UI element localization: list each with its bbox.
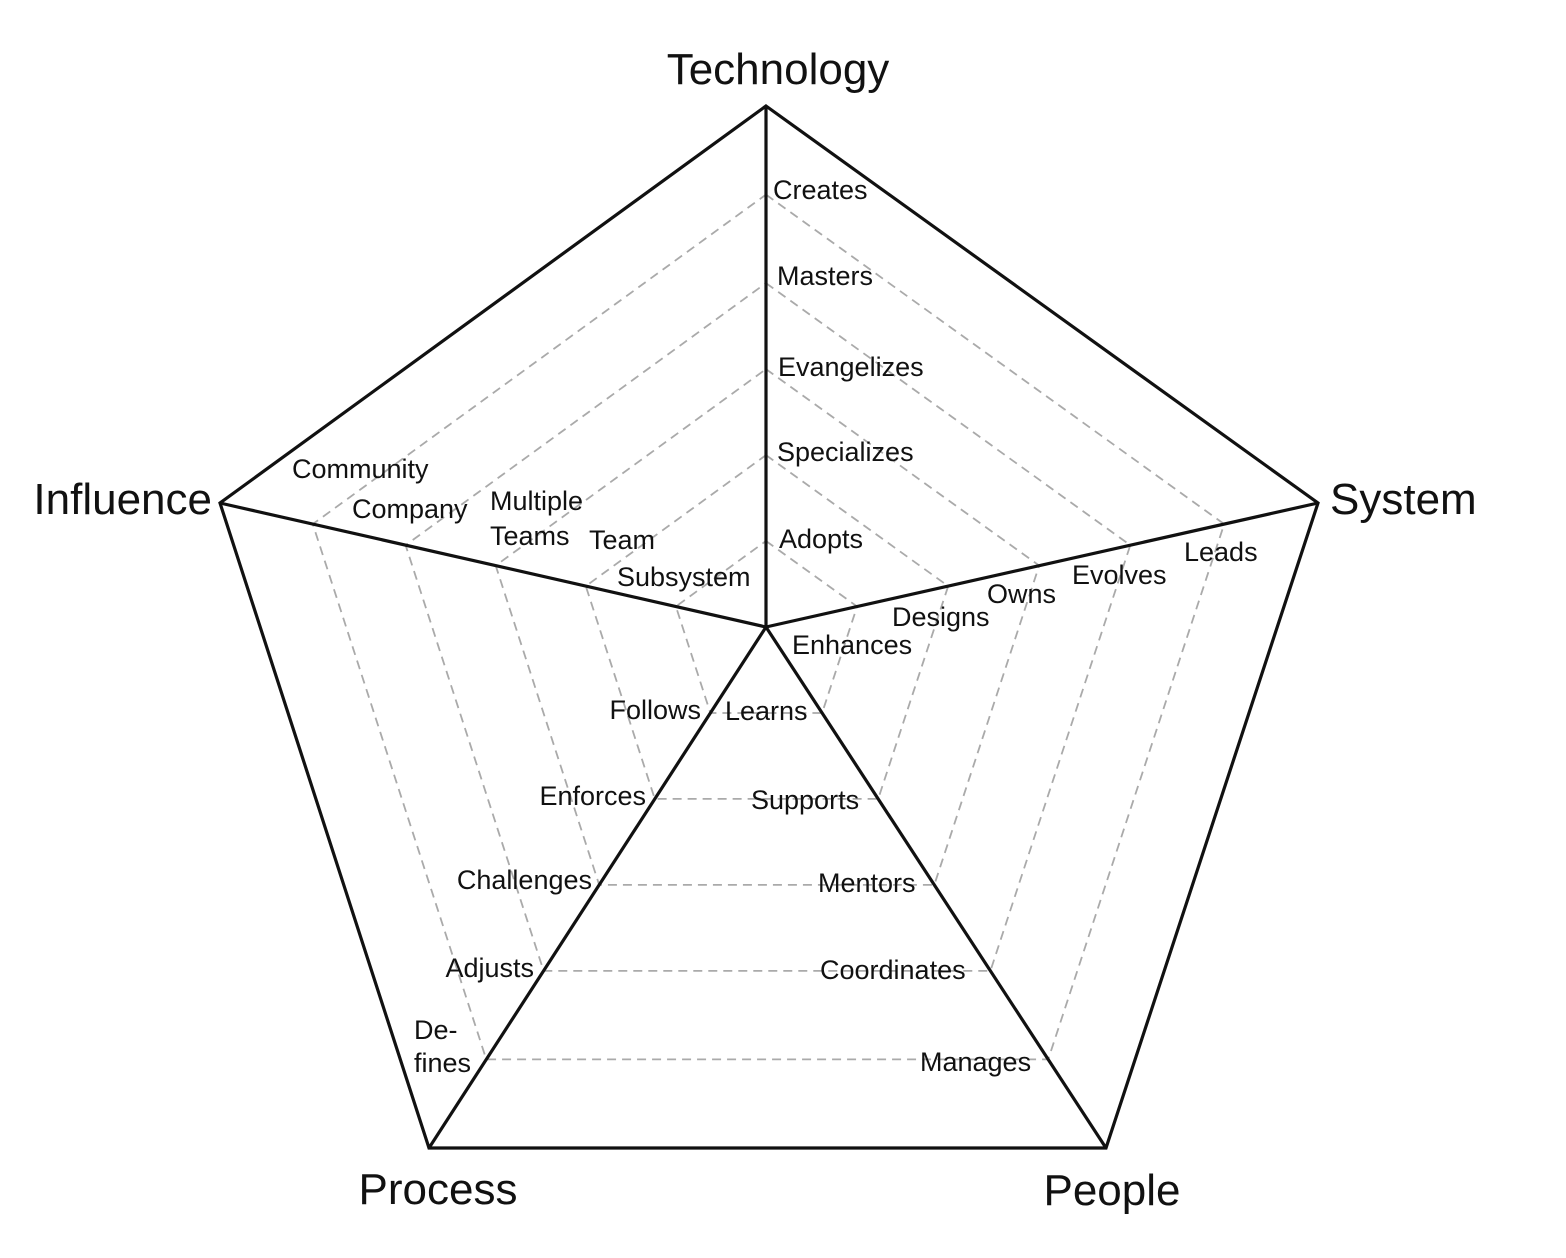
axis-title-process: Process [359, 1165, 518, 1214]
technology-level-1: Adopts [779, 524, 863, 554]
people-level-5: Manages [920, 1047, 1031, 1077]
level-ring-1 [674, 539, 859, 714]
axis-title-system: System [1330, 475, 1477, 524]
level-ring-3 [494, 367, 1041, 886]
influence-level-2: Team [589, 525, 655, 555]
people-level-2: Supports [751, 785, 859, 815]
axis-spoke-process [427, 626, 768, 1149]
pentagon-outline [218, 104, 1320, 1150]
influence-level-3-line-2: Teams [490, 521, 570, 551]
axis-title-technology: Technology [667, 45, 890, 94]
level-rings [311, 193, 1226, 1061]
influence-level-1: Subsystem [617, 562, 751, 592]
people-level-4: Coordinates [820, 955, 966, 985]
technology-level-4: Masters [777, 261, 873, 291]
technology-level-2: Specializes [777, 437, 914, 467]
axis-title-influence: Influence [33, 475, 212, 524]
process-level-4: Adjusts [445, 953, 534, 983]
system-level-2: Designs [892, 602, 990, 632]
process-level-5: De- fines [414, 1015, 471, 1078]
technology-level-3: Evangelizes [778, 352, 924, 382]
axis-spoke-influence [219, 501, 767, 629]
process-level-3: Challenges [457, 865, 592, 895]
system-level-3: Owns [987, 579, 1056, 609]
system-level-4: Evolves [1072, 560, 1167, 590]
process-level-2: Enforces [539, 781, 646, 811]
people-level-3: Mentors [818, 868, 916, 898]
technology-level-5: Creates [773, 175, 868, 205]
axis-spoke-system [765, 501, 1319, 629]
axis-spokes [219, 106, 1319, 1149]
influence-level-3-line-1: Multiple [490, 486, 583, 516]
process-level-1: Follows [609, 695, 701, 725]
level-ring-4 [404, 281, 1132, 972]
axis-spoke-people [764, 626, 1108, 1149]
influence-level-4: Company [352, 494, 468, 524]
level-ring-5 [311, 193, 1226, 1061]
level-ring-2 [584, 453, 950, 800]
system-level-5: Leads [1184, 537, 1258, 567]
influence-level-3: Multiple Teams [490, 486, 591, 551]
process-level-5-line-1: De- [414, 1015, 458, 1045]
axis-title-people: People [1043, 1166, 1180, 1215]
influence-level-5: Community [292, 454, 429, 484]
people-level-1: Learns [725, 696, 808, 726]
process-level-5-line-2: fines [414, 1048, 471, 1078]
system-level-1: Enhances [792, 630, 912, 660]
